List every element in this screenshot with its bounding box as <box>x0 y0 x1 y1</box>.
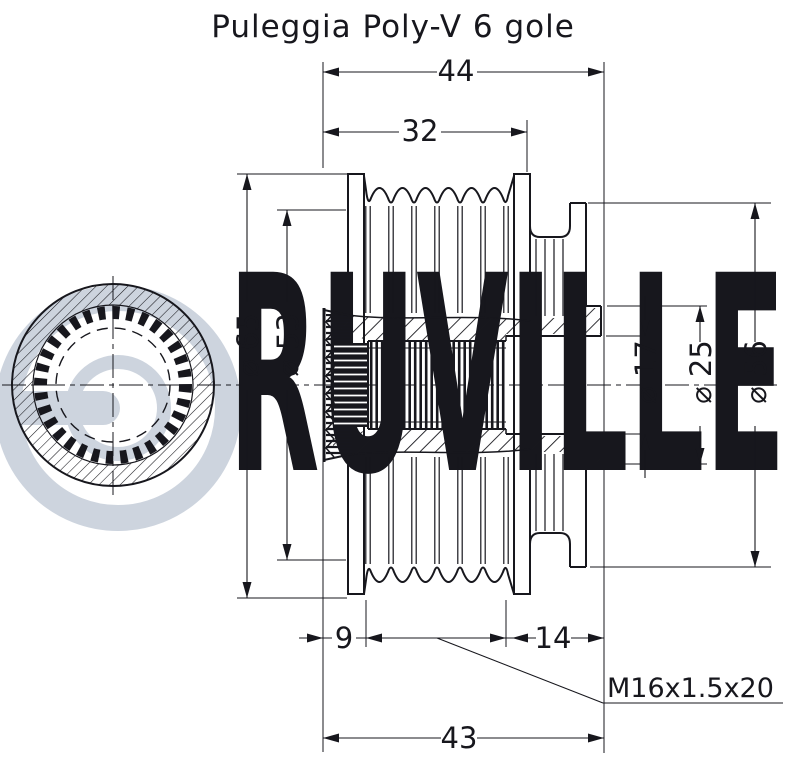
dimensions: 44 32 ⌀ 65 ⌀ 53 <box>231 54 783 755</box>
plain-bore <box>505 335 601 435</box>
dim-hub-diameter: ⌀ 25 <box>684 306 718 464</box>
hub-hatch-bottom <box>333 429 601 462</box>
section-view <box>322 173 602 595</box>
dim-14-label: 14 <box>535 621 572 655</box>
groove-projection-lines-top <box>365 206 509 313</box>
u-groove-top <box>529 174 571 238</box>
hub-hatch-top <box>333 308 601 341</box>
hub-cone-bottom <box>323 453 353 461</box>
dim-overall-width: 44 <box>323 54 604 88</box>
dim-groove-band-width: 32 <box>323 114 527 148</box>
watermark: RUVILLE <box>0 219 786 535</box>
dim-43-label: 43 <box>441 721 478 755</box>
dim-bore-diameter: ⌀ 17 <box>629 296 663 478</box>
dim-outer-diameter: ⌀ 65 <box>231 174 265 598</box>
thread-spec-label: M16x1.5x20 <box>607 673 774 704</box>
dim-rear-flange-diameter: ⌀ 56 <box>739 203 773 567</box>
groove-projection-lines-bottom <box>365 457 509 564</box>
hub-cone-top <box>323 309 353 317</box>
thread-runout-dark-zone <box>334 343 368 427</box>
dim-65-label: ⌀ 65 <box>231 313 265 377</box>
dim-17-label: ⌀ 17 <box>629 340 663 404</box>
u-groove-bottom <box>529 532 571 594</box>
dim-32-label: 32 <box>402 114 439 148</box>
groove-profile-bottom <box>363 566 515 595</box>
spline-teeth-ring <box>34 306 192 464</box>
right-flange <box>513 173 531 595</box>
dim-53-label: ⌀ 53 <box>271 313 305 377</box>
dim-44-label: 44 <box>438 54 475 88</box>
dim-bottom-row: 9 14 <box>299 621 604 655</box>
thread-callout: M16x1.5x20 <box>436 637 783 704</box>
groove-profile-top <box>363 175 515 204</box>
drawing-title: Puleggia Poly-V 6 gole <box>211 9 575 45</box>
dim-total-length: 43 <box>323 721 604 755</box>
threaded-bore <box>367 340 506 430</box>
thread-texture <box>368 342 506 428</box>
dim-56-label: ⌀ 56 <box>739 340 773 404</box>
dim-9-label: 9 <box>335 621 353 655</box>
u-groove-projection-lines <box>535 239 564 531</box>
rear-outline <box>529 174 602 594</box>
dim-groove-root-diameter: ⌀ 53 <box>271 210 305 560</box>
splined-hub <box>322 308 368 462</box>
watermark-text: RUVILLE <box>228 219 786 535</box>
dim-25-label: ⌀ 25 <box>684 340 718 404</box>
spline-serration-zigzag <box>324 312 336 458</box>
